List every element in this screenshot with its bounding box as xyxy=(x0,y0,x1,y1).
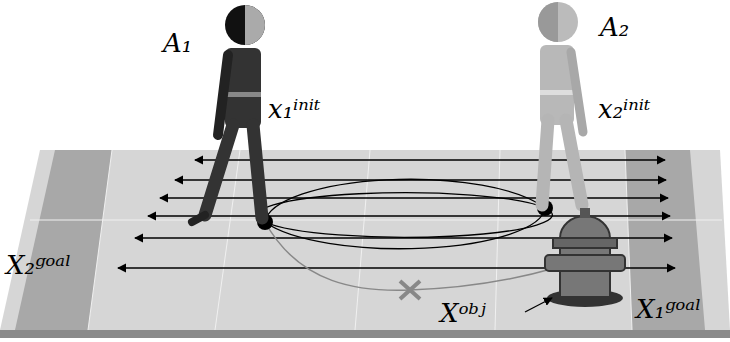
label-agent: A₂ xyxy=(600,14,629,40)
floor-edge xyxy=(0,330,730,338)
agent-1-figure xyxy=(192,5,265,222)
agent-2-figure xyxy=(538,2,583,205)
goal-band-left xyxy=(15,150,112,330)
label-goal-region: X₁ᵍᵒᵃˡ xyxy=(636,296,701,322)
label-goal-region: X₂ᵍᵒᵃˡ xyxy=(6,252,71,278)
interaction-ellipses xyxy=(258,179,553,248)
collision-mark xyxy=(400,281,420,299)
floor xyxy=(0,150,730,330)
goal-band-right xyxy=(625,150,705,330)
fire-hydrant xyxy=(545,208,625,307)
label-agent: A₁ xyxy=(163,30,192,56)
label-init-state: x₂ⁱⁿⁱᵗ xyxy=(598,96,651,122)
floor-grid xyxy=(30,150,722,330)
blocked-path xyxy=(265,222,555,290)
label-init-state: x₁ⁱⁿⁱᵗ xyxy=(268,96,321,122)
leader-line xyxy=(525,298,552,312)
label-object: Xᵒᵇʲ xyxy=(440,300,486,326)
